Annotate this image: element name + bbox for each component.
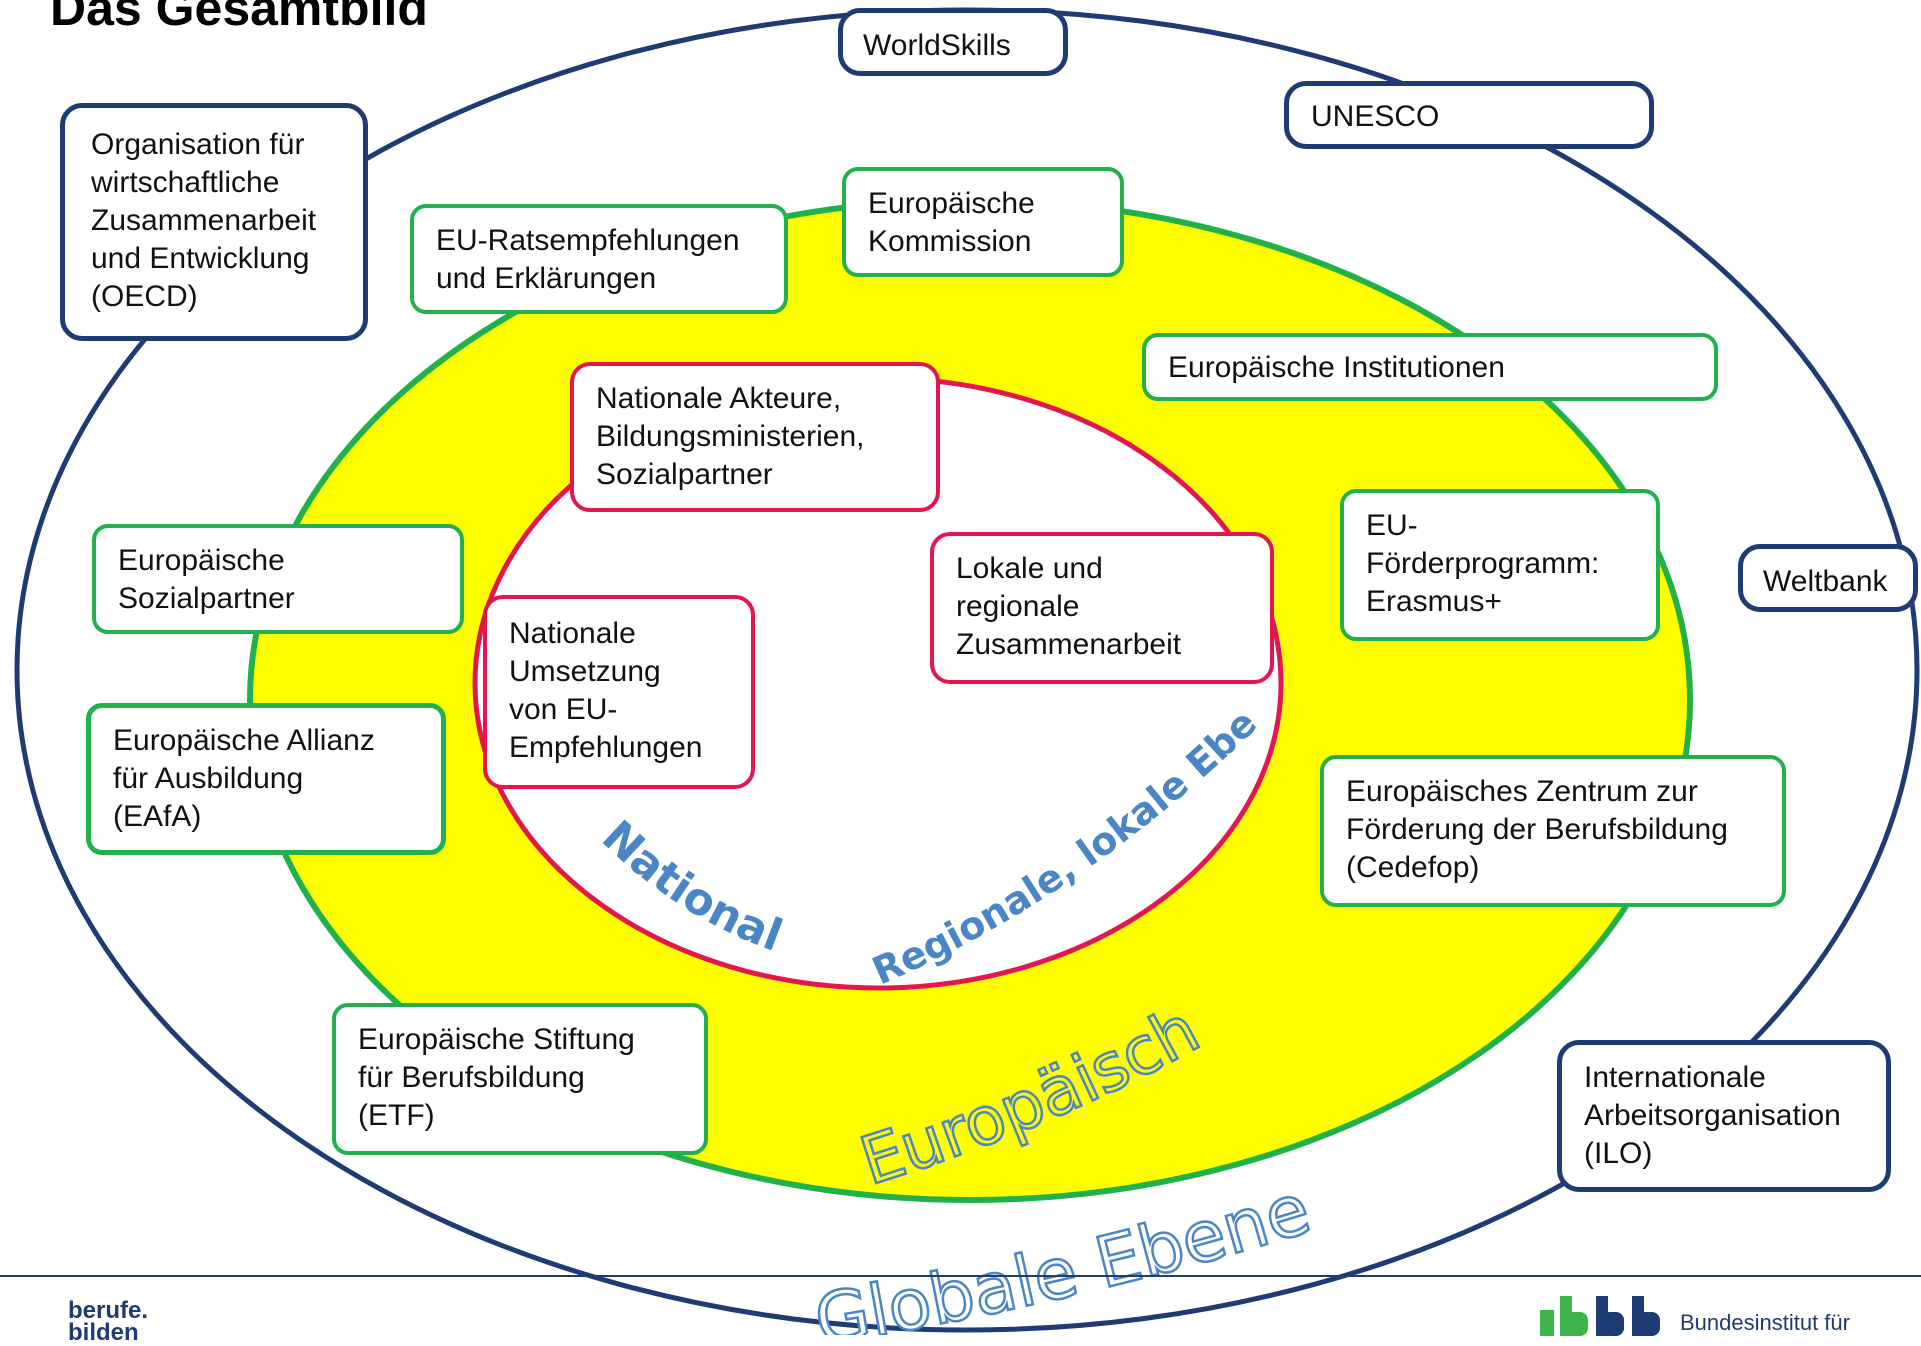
etf-label: Europäische Stiftung für Berufsbildung (… [358, 1023, 635, 1132]
akteure-label: Nationale Akteure, Bildungsministerien, … [596, 382, 865, 491]
umsetzung-label: Nationale Umsetzung von EU- Empfehlungen [509, 617, 703, 764]
umsetzung-box: Nationale Umsetzung von EU- Empfehlungen [483, 595, 755, 789]
cedefop-box: Europäisches Zentrum zur Förderung der B… [1320, 755, 1786, 907]
footer-logo-caption: Bundesinstitut für [1680, 1310, 1850, 1335]
page-title: Das Gesamtbild [50, 0, 428, 36]
akteure-box: Nationale Akteure, Bildungsministerien, … [570, 362, 940, 512]
worldskills-box: WorldSkills [838, 8, 1068, 76]
ilo-label: Internationale Arbeitsorganisation (ILO) [1584, 1061, 1841, 1170]
rat-label: EU-Ratsempfehlungen und Erklärungen [436, 224, 740, 295]
weltbank-box: Weltbank [1738, 544, 1918, 612]
footer-divider [0, 1275, 1921, 1277]
unesco-label: UNESCO [1311, 100, 1440, 133]
lokal-label: Lokale und regionale Zusammenarbeit [956, 552, 1182, 661]
kommission-label: Europäische Kommission [868, 187, 1035, 258]
oecd-box: Organisation für wirtschaftliche Zusamme… [60, 103, 368, 341]
oecd-label: Organisation für wirtschaftliche Zusamme… [91, 128, 317, 313]
allianz-label: Europäische Allianz für Ausbildung (EAfA… [113, 724, 375, 833]
cedefop-label: Europäisches Zentrum zur Förderung der B… [1346, 775, 1728, 884]
footer-brand: berufe. bilden [68, 1297, 149, 1346]
institutionen-box: Europäische Institutionen [1142, 333, 1718, 401]
erasmus-box: EU- Förderprogramm: Erasmus+ [1340, 489, 1660, 641]
weltbank-label: Weltbank [1763, 565, 1888, 598]
sozialpartner-box: Europäische Sozialpartner [92, 524, 464, 634]
allianz-box: Europäische Allianz für Ausbildung (EAfA… [86, 703, 446, 855]
erasmus-label: EU- Förderprogramm: Erasmus+ [1366, 509, 1600, 618]
worldskills-label: WorldSkills [863, 29, 1011, 62]
unesco-box: UNESCO [1284, 81, 1654, 149]
rat-box: EU-Ratsempfehlungen und Erklärungen [410, 204, 788, 314]
ilo-box: Internationale Arbeitsorganisation (ILO) [1557, 1040, 1891, 1192]
etf-box: Europäische Stiftung für Berufsbildung (… [332, 1003, 708, 1155]
kommission-box: Europäische Kommission [842, 167, 1124, 277]
lokal-box: Lokale und regionale Zusammenarbeit [930, 532, 1274, 684]
institutionen-label: Europäische Institutionen [1168, 351, 1505, 384]
sozialpartner-label: Europäische Sozialpartner [118, 544, 295, 615]
bibb-logo-icon [1540, 1296, 1660, 1336]
